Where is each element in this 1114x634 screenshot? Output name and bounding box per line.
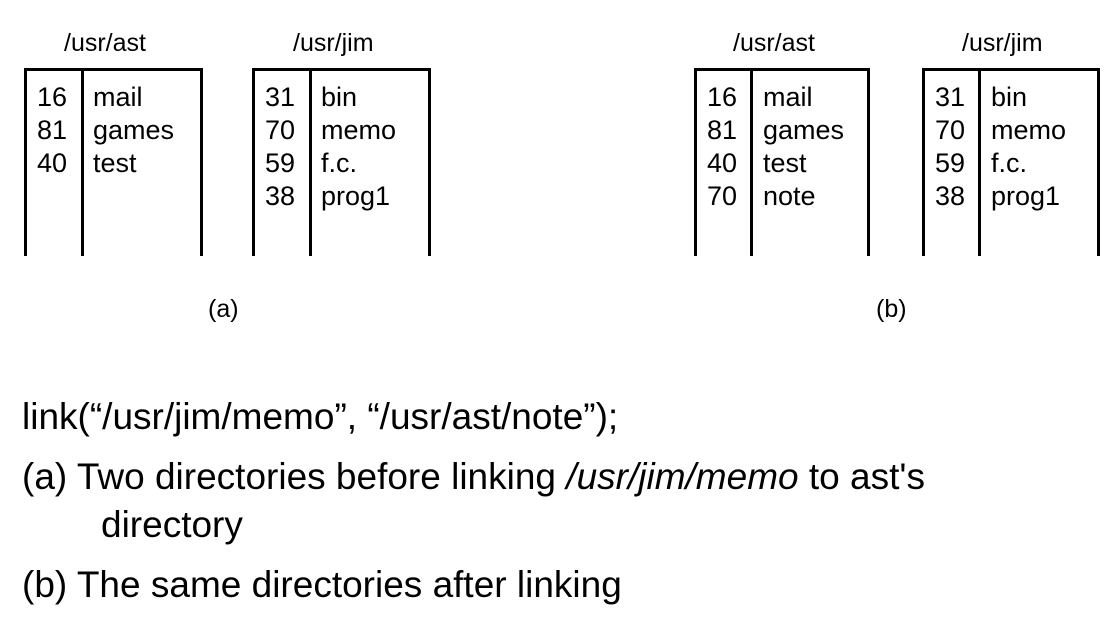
directory-entry: 16 mail xyxy=(27,71,200,111)
file-name: f.c. xyxy=(991,148,1028,178)
directory-table-a-ast: 16 mail 81 games 40 test xyxy=(24,68,203,256)
directory-entry: 40 test xyxy=(697,137,867,177)
directory-entry: 81 games xyxy=(697,104,867,144)
file-name: note xyxy=(763,181,816,211)
dir-title-a-jim: /usr/jim xyxy=(293,29,374,57)
inode-number: 16 xyxy=(707,82,738,112)
caption-a-prefix: (a) Two directories before linking xyxy=(22,456,567,497)
inode-number: 40 xyxy=(707,148,738,178)
directory-entry: 38 prog1 xyxy=(255,170,428,210)
directory-table-b-jim: 31 bin 70 memo 59 f.c. 38 prog1 xyxy=(922,68,1100,256)
file-name: mail xyxy=(763,82,813,112)
file-name: f.c. xyxy=(321,148,358,178)
file-name: mail xyxy=(93,82,143,112)
inode-number: 70 xyxy=(707,181,738,211)
directory-entry: 31 bin xyxy=(925,71,1097,111)
inode-number: 81 xyxy=(707,115,738,145)
inode-number: 38 xyxy=(265,181,296,211)
inode-number: 59 xyxy=(935,148,966,178)
caption-text-a: (a) Two directories before linking /usr/… xyxy=(22,458,925,495)
column-divider xyxy=(81,71,84,256)
inode-number: 31 xyxy=(265,82,296,112)
column-divider xyxy=(309,71,312,256)
file-name: test xyxy=(763,148,807,178)
dir-title-a-ast: /usr/ast xyxy=(64,29,146,57)
file-name: test xyxy=(93,148,137,178)
inode-number: 31 xyxy=(935,82,966,112)
caption-text-b: (b) The same directories after linking xyxy=(22,564,622,605)
directory-entry: 70 memo xyxy=(255,104,428,144)
directory-entry: 40 test xyxy=(27,137,200,177)
inode-number: 59 xyxy=(265,148,296,178)
directory-table-b-ast: 16 mail 81 games 40 test 70 note xyxy=(694,68,870,256)
inode-number: 16 xyxy=(37,82,68,112)
inode-number: 81 xyxy=(37,115,68,145)
dir-title-b-jim: /usr/jim xyxy=(962,29,1043,57)
column-divider xyxy=(978,71,981,256)
directory-table-a-jim: 31 bin 70 memo 59 f.c. 38 prog1 xyxy=(252,68,431,256)
directory-entry: 81 games xyxy=(27,104,200,144)
inode-number: 38 xyxy=(935,181,966,211)
file-name: prog1 xyxy=(991,181,1061,211)
directory-entry: 38 prog1 xyxy=(925,170,1097,210)
inode-number: 40 xyxy=(37,148,68,178)
directory-entry: 59 f.c. xyxy=(925,137,1097,177)
file-name: prog1 xyxy=(321,181,391,211)
caption-a-path: /usr/jim/memo xyxy=(566,456,799,497)
caption-a-suffix: to ast's xyxy=(798,456,925,497)
file-name: games xyxy=(93,115,175,145)
file-name: memo xyxy=(991,115,1067,145)
dir-title-b-ast: /usr/ast xyxy=(733,29,815,57)
caption-text-a-continued: directory xyxy=(101,504,243,545)
inode-number: 70 xyxy=(935,115,966,145)
file-name: games xyxy=(763,115,845,145)
directory-entry: 70 memo xyxy=(925,104,1097,144)
directory-entry: 70 note xyxy=(697,170,867,210)
directory-entry: 59 f.c. xyxy=(255,137,428,177)
file-name: memo xyxy=(321,115,397,145)
file-name: bin xyxy=(321,82,358,112)
figure-caption-a: (a) xyxy=(208,295,239,323)
directory-entry: 31 bin xyxy=(255,71,428,111)
link-call-text: link(“/usr/jim/memo”, “/usr/ast/note”); xyxy=(22,396,619,437)
figure-caption-b: (b) xyxy=(876,295,907,323)
column-divider xyxy=(750,71,753,256)
file-name: bin xyxy=(991,82,1028,112)
inode-number: 70 xyxy=(265,115,296,145)
directory-entry: 16 mail xyxy=(697,71,867,111)
